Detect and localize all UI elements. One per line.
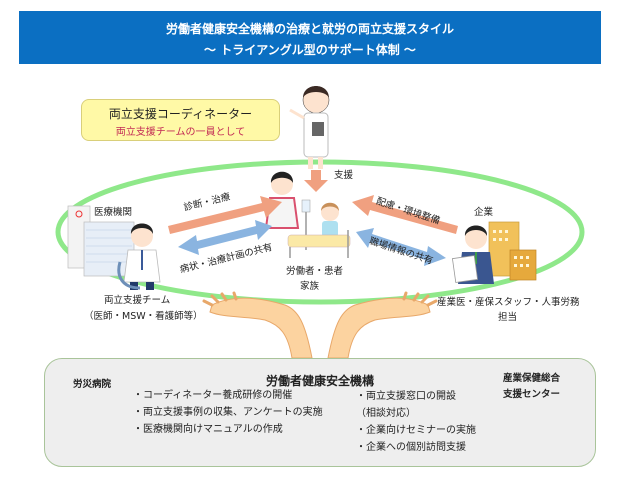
page-title: 労働者健康安全機構の治療と就労の両立支援スタイル xyxy=(165,22,454,36)
arrow-diagnosis-treatment xyxy=(168,196,282,234)
family-label: 家族 xyxy=(300,281,320,292)
page-subtitle: ～ トライアングル型のサポート体制 ～ xyxy=(204,43,416,57)
company-building-icon xyxy=(488,221,537,281)
patient-in-bed-illustration xyxy=(264,171,351,258)
arrow-medical-info-share xyxy=(178,220,272,255)
patient-label: 労働者・患者 xyxy=(286,266,344,277)
list-item: ・両立支援事例の収集、アンケートの実施 xyxy=(133,407,323,418)
company-staff-illustration xyxy=(451,225,494,284)
occupational-health-center-label: 産業保健総合 支援センター xyxy=(503,371,560,403)
panel-title: 労働者健康安全機構 xyxy=(265,374,374,388)
list-item: ・企業向けセミナーの実施 xyxy=(356,425,476,436)
rosai-hospital-label: 労災病院 xyxy=(73,379,112,390)
support-label: 支援 xyxy=(334,170,354,181)
support-arrow-down xyxy=(304,170,328,192)
company-staff-label-2: 担当 xyxy=(498,312,518,323)
support-team-label: 両立支援チーム xyxy=(104,295,171,306)
list-item: ・両立支援窓口の開設 xyxy=(356,391,456,402)
center-label-line2: 支援センター xyxy=(503,389,561,400)
arrow-consideration-environment xyxy=(352,195,458,234)
center-label-line1: 産業保健総合 xyxy=(503,373,561,384)
list-item: ・コーディネーター養成研修の開催 xyxy=(133,390,293,401)
coordinator-callout: 両立支援コーディネーター 両立支援チームの一員として xyxy=(81,99,280,141)
arrow-workplace-info-share xyxy=(356,228,446,266)
list-item: ・医療機関向けマニュアルの作成 xyxy=(133,424,283,435)
organization-panel: 労働者健康安全機構 労災病院 産業保健総合 支援センター ・コーディネーター養成… xyxy=(44,358,596,467)
support-team-members: （医師・MSW・看護師等） xyxy=(84,311,203,322)
list-item: （相談対応） xyxy=(356,408,416,419)
coordinator-subtitle: 両立支援チームの一員として xyxy=(115,127,246,138)
medical-institution-label: 医療機関 xyxy=(94,207,133,218)
company-staff-label: 産業医・産保スタッフ・人事労務 xyxy=(437,297,580,308)
doctor-illustration xyxy=(117,223,161,290)
center-activities-list: ・両立支援窓口の開設 （相談対応） ・企業向けセミナーの実施 ・企業への個別訪問… xyxy=(356,388,476,456)
list-item: ・企業への個別訪問支援 xyxy=(356,442,466,453)
coordinator-title: 両立支援コーディネーター xyxy=(108,107,253,121)
company-label: 企業 xyxy=(474,207,494,218)
nurse-illustration xyxy=(289,86,330,169)
hospital-activities-list: ・コーディネーター養成研修の開催 ・両立支援事例の収集、アンケートの実施 ・医療… xyxy=(133,387,323,438)
supporting-hands-illustration xyxy=(202,291,438,359)
header-banner: 労働者健康安全機構の治療と就労の両立支援スタイル ～ トライアングル型のサポート… xyxy=(19,11,601,64)
